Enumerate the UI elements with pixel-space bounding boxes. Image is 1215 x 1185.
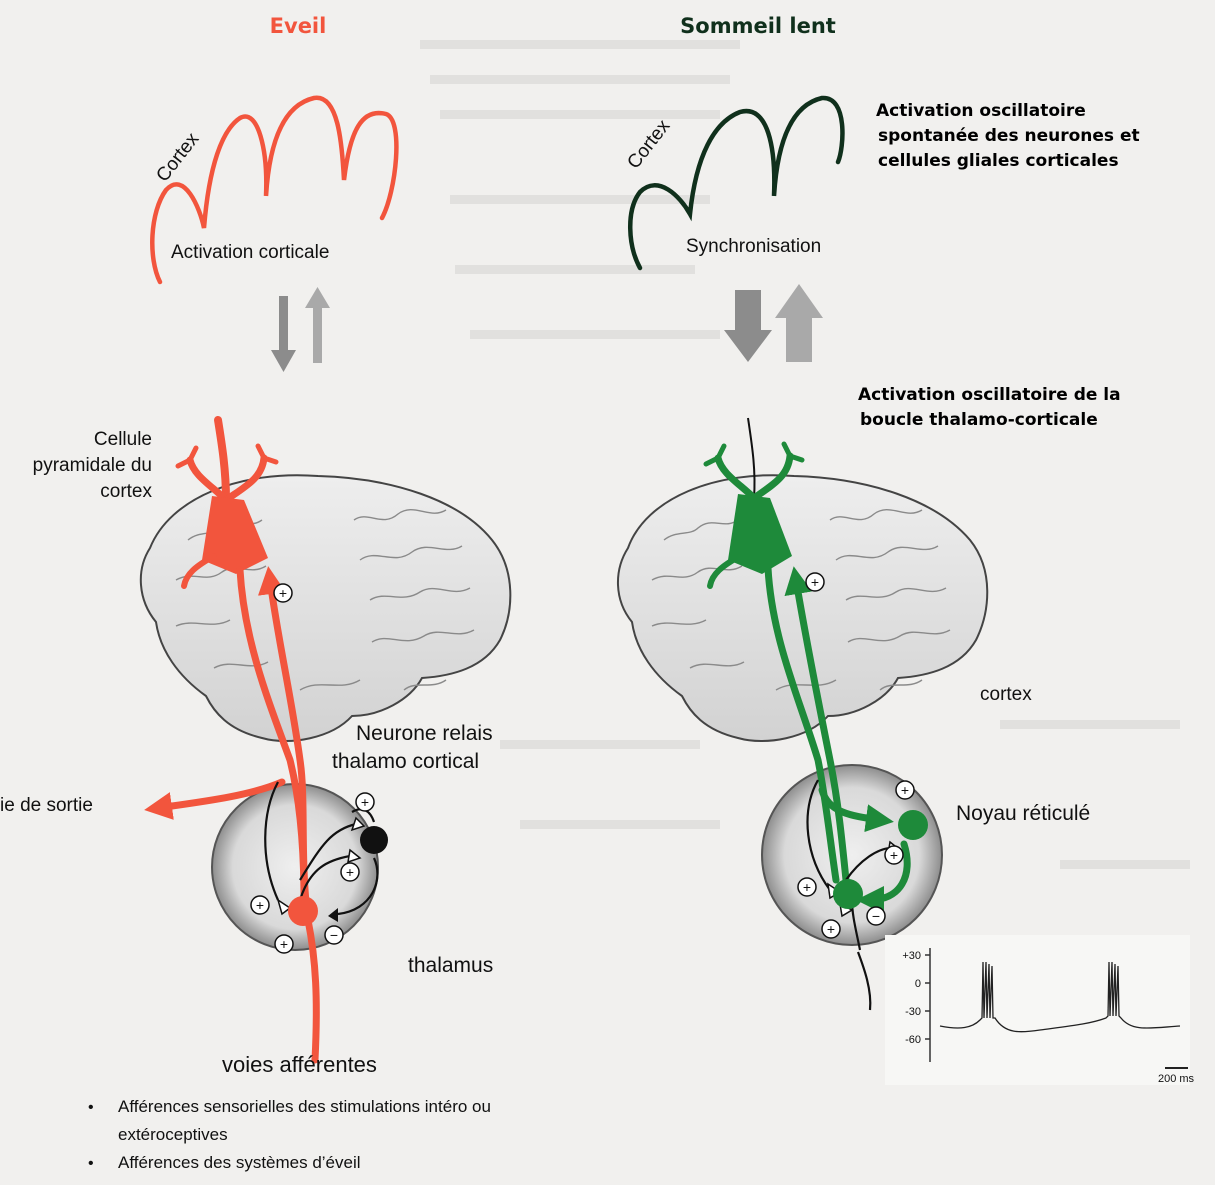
sommeil-thalamus (762, 765, 942, 945)
trace-tick-0: 0 (915, 978, 921, 990)
sommeil-cortex-label: Cortex (623, 116, 674, 173)
svg-text:+: + (890, 847, 898, 863)
thalamus-label: thalamus (408, 954, 493, 977)
afferent-label: voies afférentes (222, 1052, 377, 1077)
relay-label-line2: thalamo cortical (332, 750, 479, 773)
sommeil-exchange-arrows (724, 284, 823, 362)
eveil-panel: Eveil Cortex Activation corticale Cellul… (0, 14, 510, 1077)
svg-text:+: + (811, 574, 819, 590)
eveil-relay-neuron (288, 896, 318, 926)
sommeil-sign-6: − (867, 907, 885, 925)
osc-label-line2: spontanée des neurones et (878, 126, 1140, 146)
svg-text:+: + (346, 864, 354, 880)
sommeil-reticular-neuron (898, 810, 928, 840)
eveil-title: Eveil (270, 14, 327, 38)
osc-label-line3: cellules gliales corticales (878, 151, 1119, 171)
exit-label: ie de sortie (0, 795, 93, 816)
sommeil-title: Sommeil lent (680, 14, 836, 38)
eveil-sign-2: + (356, 793, 374, 811)
svg-text:+: + (827, 921, 835, 937)
eveil-sign-5: + (275, 935, 293, 953)
sommeil-relay-neuron (833, 879, 863, 909)
bullet-1-line1: Afférences sensorielles des stimulations… (118, 1097, 491, 1116)
loop-label-line2: boucle thalamo-corticale (860, 410, 1098, 430)
bullet-1-line2: extéroceptives (118, 1125, 228, 1144)
cell-label-line3: cortex (100, 481, 152, 502)
bullet-list: • Afférences sensorielles des stimulatio… (88, 1097, 491, 1172)
reticular-label: Noyau réticulé (956, 802, 1090, 825)
eveil-sign-3: + (341, 863, 359, 881)
eveil-reticular-neuron (360, 826, 388, 854)
sommeil-sign-1: + (806, 573, 824, 591)
bullet-2-line1: Afférences des systèmes d’éveil (118, 1153, 361, 1172)
svg-text:+: + (803, 879, 811, 895)
eveil-cortex-label: Cortex (152, 129, 203, 186)
trace-scale-label: 200 ms (1158, 1073, 1195, 1085)
cell-label-line2: pyramidale du (33, 455, 152, 476)
bullet-dot-1: • (88, 1099, 94, 1116)
eveil-brain (141, 475, 511, 741)
svg-text:−: − (330, 927, 338, 943)
sommeil-panel: Sommeil lent Cortex Synchronisation Acti… (618, 14, 1195, 1085)
eveil-sign-4: + (251, 896, 269, 914)
loop-label-line1: Activation oscillatoire de la (858, 385, 1121, 405)
eveil-sign-1: + (274, 584, 292, 602)
sommeil-sign-5: + (822, 920, 840, 938)
sync-label: Synchronisation (686, 236, 821, 257)
trace-tick-minus60: -60 (905, 1034, 921, 1046)
sommeil-sign-3: + (885, 846, 903, 864)
sommeil-sign-4: + (798, 878, 816, 896)
membrane-trace-inset: +30 0 -30 -60 200 ms (885, 935, 1195, 1085)
osc-label-line1: Activation oscillatoire (876, 101, 1086, 121)
eveil-sign-6: − (325, 926, 343, 944)
sommeil-sign-2: + (896, 781, 914, 799)
svg-text:+: + (256, 897, 264, 913)
svg-text:+: + (361, 794, 369, 810)
cell-label-line1: Cellule (94, 429, 152, 450)
relay-label-line1: Neurone relais (356, 722, 493, 745)
eveil-activation-label: Activation corticale (171, 242, 329, 263)
svg-text:+: + (901, 782, 909, 798)
trace-tick-minus30: -30 (905, 1006, 921, 1018)
bullet-dot-2: • (88, 1155, 94, 1172)
trace-tick-plus30: +30 (902, 950, 921, 962)
sommeil-brain-label: cortex (980, 684, 1032, 705)
eveil-exchange-arrows (271, 287, 330, 372)
svg-text:+: + (280, 936, 288, 952)
svg-text:+: + (279, 585, 287, 601)
svg-text:−: − (872, 908, 880, 924)
